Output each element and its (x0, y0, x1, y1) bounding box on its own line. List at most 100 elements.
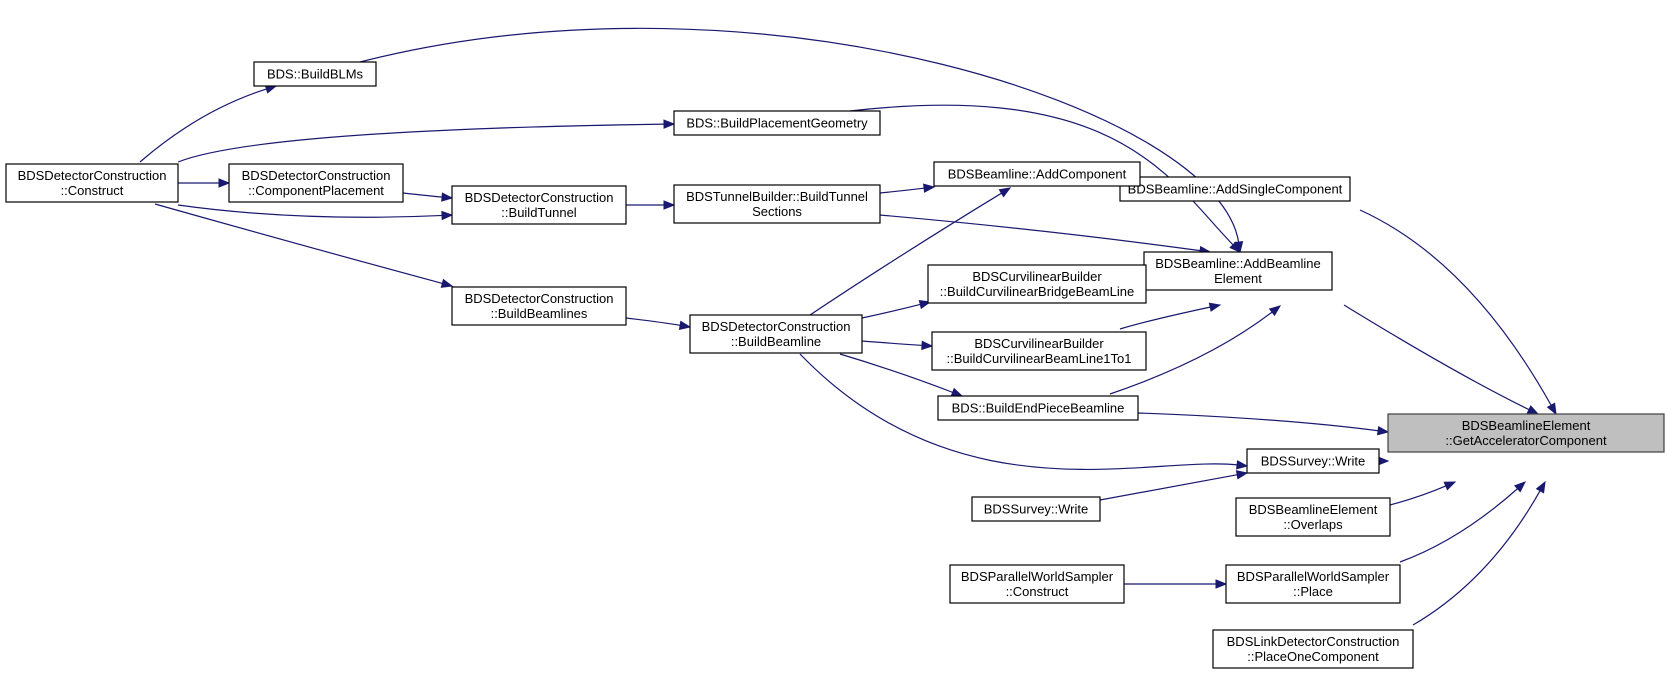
edge-line (1137, 412, 1380, 432)
node-box (937, 395, 1139, 421)
edge-line (625, 317, 682, 327)
node-bdscurvilinearbuilder-buildcurvilinearbridgebeamline[interactable]: BDSCurvilinearBuilder::BuildCurvilinearB… (927, 264, 1147, 304)
node-box (927, 264, 1147, 304)
edge-line (799, 353, 1239, 470)
node-label: BDSSurvey::Write (984, 502, 1089, 517)
node-label: BDSDetectorConstruction (242, 168, 391, 183)
node-bds-buildplacementgeometry[interactable]: BDS::BuildPlacementGeometry (673, 110, 881, 136)
edge-bdsdetectorconstruction-construct-to-bdsdetectorconstruction-componentplacement (178, 178, 231, 188)
node-bdsdetectorconstruction-buildbeamline[interactable]: BDSDetectorConstruction::BuildBeamline (689, 314, 863, 354)
edge-line (177, 123, 666, 163)
node-bdsdetectorconstruction-buildtunnel[interactable]: BDSDetectorConstruction::BuildTunnel (451, 185, 627, 225)
node-box (1387, 413, 1665, 453)
edge-line (879, 214, 1202, 252)
node-box (933, 161, 1141, 187)
node-box (949, 564, 1125, 604)
arrowhead-icon (1208, 302, 1222, 312)
node-bdsdetectorconstruction-construct[interactable]: BDSDetectorConstruction::Construct (5, 163, 179, 203)
node-bdsdetectorconstruction-componentplacement[interactable]: BDSDetectorConstruction::ComponentPlacem… (228, 163, 404, 203)
node-bdslinkdetectorconstruction-placeonecomponent[interactable]: BDSLinkDetectorConstruction::PlaceOneCom… (1212, 629, 1414, 669)
node-label: BDSBeamline::AddComponent (948, 167, 1127, 182)
edge-line (809, 192, 1003, 316)
node-label: BDS::BuildEndPieceBeamline (952, 401, 1125, 416)
arrowhead-icon (441, 210, 454, 221)
arrowhead-icon (1535, 480, 1546, 494)
edge-bdstunnelbuilder-buildtunnelsections-to-bdsbeamline-addbeamlineelement (879, 214, 1212, 256)
node-bdsparallelworldsampler-place[interactable]: BDSParallelWorldSampler::Place (1225, 564, 1401, 604)
node-bdssurvey-write-1[interactable]: BDSSurvey::Write (1246, 448, 1380, 474)
edge-bdsdetectorconstruction-componentplacement-to-bdsdetectorconstruction-buildtunnel (402, 192, 454, 202)
node-bdssurvey-write-2[interactable]: BDSSurvey::Write (971, 496, 1101, 522)
edge-line (861, 303, 922, 319)
node-box (1212, 629, 1414, 669)
node-label: ::Construct (61, 183, 124, 198)
node-box (228, 163, 404, 203)
arrowhead-icon (678, 320, 692, 330)
edge-line (402, 192, 444, 198)
node-box (689, 314, 863, 354)
arrowhead-icon (1546, 402, 1557, 416)
node-label: ::BuildBeamlines (491, 306, 588, 321)
node-label: BDS::BuildBLMs (267, 67, 364, 82)
edge-bds-buildplacementgeometry-to-bdsbeamline-addbeamlineelement (849, 104, 1241, 253)
node-label: ::PlaceOneComponent (1247, 649, 1379, 664)
node-box (1235, 497, 1391, 537)
edge-bds-buildendpiecebeamline-to-bdsbeamline-addbeamlineelement (1109, 305, 1282, 395)
edge-line (1109, 311, 1274, 395)
node-bdscurvilinearbuilder-buildcurvilinearbeamline1to1[interactable]: BDSCurvilinearBuilder::BuildCurvilinearB… (931, 331, 1147, 371)
node-label: BDSBeamline::AddBeamline (1155, 256, 1320, 271)
node-box (451, 286, 627, 326)
arrowhead-icon (1526, 405, 1540, 415)
edge-line (849, 104, 1235, 246)
node-label: BDSParallelWorldSampler (961, 569, 1114, 584)
edge-line (177, 204, 444, 218)
edge-bdsbeamline-addbeamlineelement-to-bdsbeamlineelement-getacceleratorcomponent (1343, 304, 1540, 415)
edge-line (1099, 473, 1239, 501)
node-label: BDSDetectorConstruction (18, 168, 167, 183)
arrowhead-icon (1443, 481, 1457, 491)
edge-bdsdetectorconstruction-construct-to-bdsdetectorconstruction-buildtunnel (177, 204, 454, 221)
node-label: BDS::BuildPlacementGeometry (686, 116, 868, 131)
arrowhead-icon (998, 187, 1012, 198)
node-box (1225, 564, 1401, 604)
edge-line (861, 340, 924, 347)
edge-line (1389, 484, 1447, 506)
node-bdsbeamline-addsinglecomponent[interactable]: BDSBeamline::AddSingleComponent (1119, 176, 1351, 202)
node-bdsparallelworldsampler-construct[interactable]: BDSParallelWorldSampler::Construct (949, 564, 1125, 604)
edge-bdsdetectorconstruction-buildbeamline-to-bdsbeamline-addcomponent (809, 187, 1012, 316)
edge-line (1119, 306, 1212, 330)
arrowhead-icon (663, 119, 676, 129)
edge-bdslinkdetectorconstruction-placeonecomponent-to-bdsbeamlineelement-getacceleratorcomponent (1412, 480, 1546, 626)
node-label: ::Overlaps (1283, 517, 1343, 532)
node-bdsbeamlineelement-overlaps[interactable]: BDSBeamlineElement::Overlaps (1235, 497, 1391, 537)
nodes-layer: BDSBeamlineElement::GetAcceleratorCompon… (5, 61, 1665, 669)
node-label: BDSDetectorConstruction (465, 190, 614, 205)
node-label: BDSDetectorConstruction (702, 319, 851, 334)
edge-bdsparallelworldsampler-construct-to-bdsparallelworldsampler-place (1124, 579, 1228, 589)
node-bdsbeamline-addcomponent[interactable]: BDSBeamline::AddComponent (933, 161, 1141, 187)
node-label: ::ComponentPlacement (248, 183, 384, 198)
arrowhead-icon (921, 340, 934, 351)
node-bdsdetectorconstruction-buildbeamlines[interactable]: BDSDetectorConstruction::BuildBeamlines (451, 286, 627, 326)
arrowhead-icon (1229, 241, 1241, 253)
node-box (971, 496, 1101, 522)
arrowhead-icon (663, 200, 676, 210)
node-box (931, 331, 1147, 371)
node-label: Element (1214, 271, 1262, 286)
edge-bdscurvilinearbuilder-buildcurvilinearbeamline1to1-to-bdsbeamline-addbeamlineelement (1119, 302, 1222, 330)
node-label: BDSDetectorConstruction (465, 291, 614, 306)
node-bds-buildendpiecebeamline[interactable]: BDS::BuildEndPieceBeamline (937, 395, 1139, 421)
node-box (1119, 176, 1351, 202)
node-label: BDSBeamlineElement (1462, 418, 1591, 433)
node-bds-buildblms[interactable]: BDS::BuildBLMs (253, 61, 377, 87)
edge-bdssurvey-write-2-to-bdssurvey-write-1 (1099, 470, 1249, 501)
node-bdsbeamlineelement-getacceleratorcomponent[interactable]: BDSBeamlineElement::GetAcceleratorCompon… (1387, 413, 1665, 453)
node-label: ::GetAcceleratorComponent (1445, 433, 1607, 448)
node-box (673, 110, 881, 136)
node-label: ::BuildBeamline (731, 334, 821, 349)
edge-bdsbeamlineelement-overlaps-to-bdsbeamlineelement-getacceleratorcomponent (1389, 481, 1457, 506)
edge-bdsdetectorconstruction-buildbeamlines-to-bdsdetectorconstruction-buildbeamline (625, 317, 692, 330)
